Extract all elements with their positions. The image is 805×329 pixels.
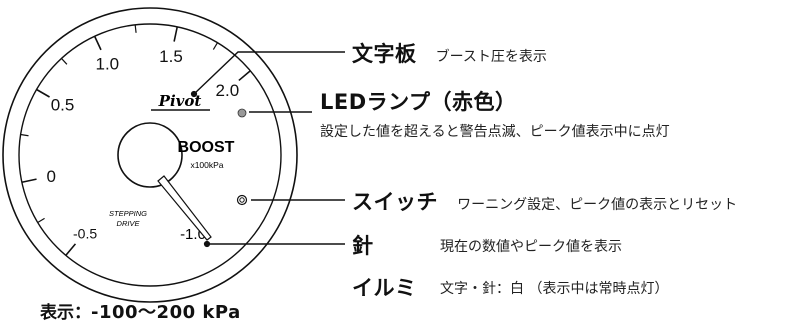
callout-illumination: イルミ	[352, 272, 417, 302]
callout-led-term: LEDランプ（赤色）	[320, 90, 517, 114]
leader-dial-dot	[190, 90, 198, 98]
gauge-scale	[20, 24, 251, 256]
callout-dial-term: 文字板	[352, 42, 417, 66]
tick-label: 1.0	[95, 54, 119, 73]
gauge-bezel-inner	[18, 23, 282, 287]
switch-button-outer	[236, 194, 248, 206]
minor-tick	[134, 24, 137, 33]
major-tick	[21, 178, 37, 184]
callout-dial: 文字板 ブースト圧を表示	[352, 38, 547, 68]
drive-text: DRIVE	[117, 219, 141, 228]
display-range-label: 表示：	[40, 303, 91, 323]
callout-illumination-desc: 文字・針：白 （表示中は常時点灯）	[440, 281, 669, 297]
unit-label: x100kPa	[190, 160, 223, 170]
gauge-needle	[157, 175, 212, 241]
major-tick	[238, 70, 251, 82]
callout-led-desc: 設定した値を超えると警告点滅、ピーク値表示中に点灯	[320, 124, 670, 140]
callout-needle-desc: 現在の数値やピーク値を表示	[440, 239, 622, 255]
minor-tick	[61, 58, 68, 65]
major-tick	[65, 243, 77, 256]
minor-tick	[212, 42, 218, 50]
leader-lines	[190, 51, 345, 248]
minor-tick	[37, 217, 45, 223]
callout-led: LEDランプ（赤色）	[320, 86, 517, 116]
callout-switch: スイッチ ワーニング設定、ピーク値の表示とリセット	[352, 186, 737, 216]
minor-tick	[20, 133, 29, 137]
major-tick	[173, 26, 179, 42]
major-tick	[36, 88, 50, 98]
callout-illumination-term: イルミ	[352, 276, 417, 300]
gauge-hub	[117, 122, 183, 188]
brand-logo: Pivot	[158, 92, 202, 110]
callout-switch-desc: ワーニング設定、ピーク値の表示とリセット	[457, 197, 738, 213]
leader-dial	[193, 51, 345, 95]
gauge-bezel-outer	[2, 7, 298, 303]
tick-label: 1.5	[159, 47, 183, 66]
display-range-value: -100～200 kPa	[91, 302, 241, 323]
callout-needle-term: 針	[352, 234, 374, 258]
callout-dial-desc: ブースト圧を表示	[435, 49, 547, 65]
tick-label: -0.5	[73, 225, 97, 241]
boost-label: BOOST	[178, 139, 235, 156]
leader-needle-dot	[203, 240, 211, 248]
tick-label: 0	[46, 167, 55, 186]
gauge-tick-labels: -0.5 0 0.5 1.0 1.5 2.0	[46, 47, 239, 241]
switch-button-inner	[239, 197, 245, 203]
tick-label: 0.5	[51, 96, 75, 115]
callout-switch-term: スイッチ	[352, 190, 438, 214]
stepping-text: STEPPING	[109, 209, 147, 218]
display-range: 表示：-100～200 kPa	[40, 298, 241, 324]
major-tick	[93, 35, 102, 51]
led-lamp	[237, 108, 247, 118]
callout-needle: 針	[352, 230, 374, 260]
tick-label: 2.0	[216, 81, 240, 100]
